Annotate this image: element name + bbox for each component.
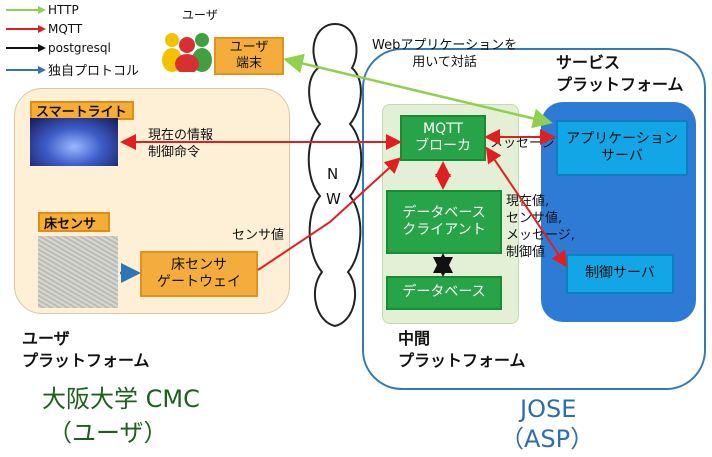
control-server: 制御サーバ [566,254,674,294]
user-title: ユーザ [182,8,218,22]
legend-label: 独自プロトコル [48,64,140,79]
sensor-value-label: センサ値 [232,228,285,243]
jose-name: JOSE [520,395,577,423]
middle-platform-title: 中間 プラットフォーム [398,329,526,370]
legend-item-http: HTTP [6,3,79,17]
org-name: 大阪大学 CMC [42,385,200,413]
legend-label: MQTT [48,22,83,36]
database: データベース [386,276,502,310]
legend-item-proprietary: 独自プロトコル [6,60,139,79]
http-line [283,53,553,129]
legend-arrow-icon [6,25,46,33]
legend-arrow-icon [6,44,46,52]
floor-sensor-gateway: 床センサ ゲートウェイ [140,251,258,297]
jose-boundary [362,48,706,390]
user-platform-title: ユーザ プラットフォーム [22,329,150,370]
floor-sensor-title: 床センサ [38,212,110,232]
network-label-w: W [326,190,341,208]
legend-label: postgresql [48,41,111,55]
user-group-icon [162,33,212,72]
legend-arrow-icon [6,65,46,74]
legend-arrow-icon [6,6,46,14]
org-role: （ユーザ） [48,419,168,447]
mqtt-control-line [485,146,568,268]
jose-role: （ASP） [500,425,595,453]
legend-item-postgresql: postgresql [6,41,111,55]
mqtt-gateway-line [257,157,401,271]
network-label-n: N [327,165,339,183]
service-platform-title: サービス プラットフォーム [556,53,684,94]
user-terminal: ユーザ 端末 [214,37,284,75]
floor-sensor-photo [38,236,118,308]
legend-item-mqtt: MQTT [6,22,82,36]
legend-label: HTTP [48,3,79,17]
smart-light-photo [30,118,118,166]
database-client: データベース クライアント [386,190,502,254]
